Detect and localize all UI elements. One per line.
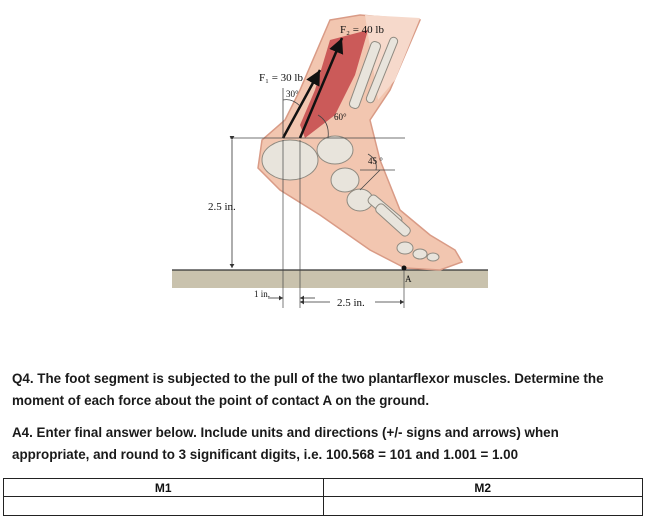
point-a-dot (401, 265, 407, 271)
reference-line-45 (359, 169, 381, 191)
force-f2-arrow (298, 37, 344, 139)
foot-bones (261, 36, 440, 262)
dim-height-label: 2.5 in. (208, 201, 236, 213)
answer-cell-m2[interactable] (322, 496, 643, 516)
answer-table-header: M1 M2 (3, 478, 643, 497)
dim-25in-label: 2.5 in. (337, 297, 365, 309)
answer-cell-m1[interactable] (3, 496, 324, 516)
angle-30-label: 30° (286, 89, 299, 99)
f1-label: F₁ = 30 lb (259, 72, 303, 84)
answer-table: M1 M2 (3, 478, 643, 516)
angle-arc-45 (367, 153, 377, 171)
f2-label: F₂ = 40 lb (340, 24, 384, 36)
angle-arc-60 (317, 114, 329, 139)
point-a-label: A (405, 274, 412, 284)
dim-1in-label: 1 in. (254, 289, 270, 299)
header-m2: M2 (322, 478, 643, 497)
header-m1: M1 (3, 478, 324, 497)
angle-45-label: 45 ° (368, 156, 383, 166)
instructions-text: A4. Enter final answer below. Include un… (12, 425, 559, 462)
force-f1-arrow (281, 69, 322, 139)
ground (172, 270, 488, 288)
foot-diagram: F₂ = 40 lb F₁ = 30 lb 30° 60° 45 ° 2.5 i… (172, 14, 488, 309)
angle-arc-30 (282, 99, 301, 107)
angle-60-label: 60° (334, 112, 347, 122)
answer-table-row (3, 496, 643, 516)
question-text: Q4. The foot segment is subjected to the… (12, 371, 604, 408)
muscle (300, 30, 368, 138)
